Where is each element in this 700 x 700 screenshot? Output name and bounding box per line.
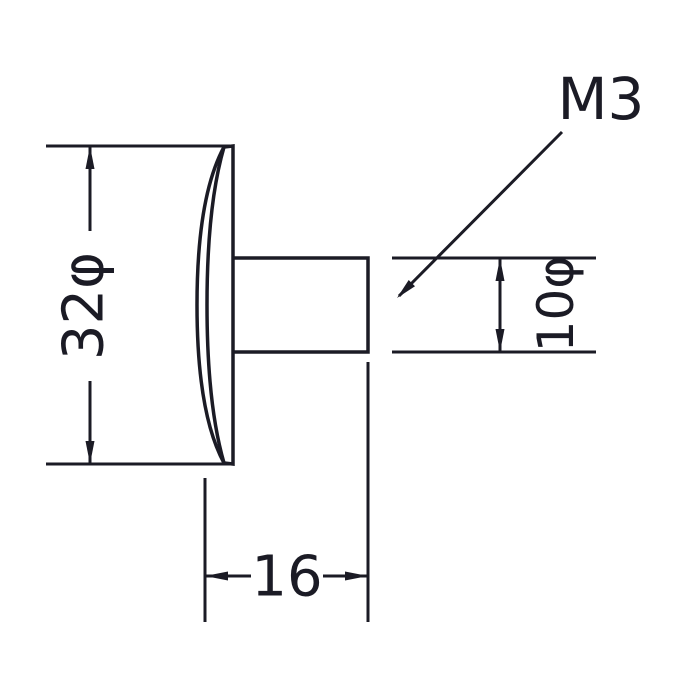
- arrowhead-depth-left: [205, 571, 228, 581]
- arrowhead-stem-bottom: [495, 329, 505, 352]
- dimension-labels: 32φ 10φ M3 16: [52, 65, 645, 610]
- label-stem-diameter: 10φ: [527, 256, 585, 353]
- arrowhead-depth-right: [345, 571, 368, 581]
- arrowhead-cap-bottom: [85, 441, 95, 464]
- leader-line-thread: [397, 130, 564, 298]
- arrowhead-leader-thread: [397, 280, 415, 298]
- line-work: [46, 130, 596, 622]
- label-thread: M3: [558, 65, 645, 133]
- label-depth: 16: [251, 545, 322, 610]
- arrowheads: [85, 146, 505, 581]
- arrowhead-stem-top: [495, 258, 505, 281]
- cap-rim-curve: [205, 146, 226, 464]
- arrowhead-cap-top: [85, 146, 95, 169]
- label-cap-diameter: 32φ: [52, 252, 117, 360]
- cap-outline: [195, 144, 235, 466]
- stem-outline: [233, 256, 370, 354]
